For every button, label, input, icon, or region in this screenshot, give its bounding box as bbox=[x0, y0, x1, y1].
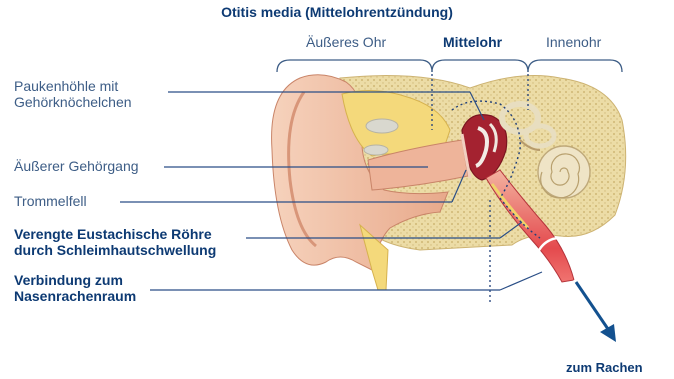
bracket-middle-ear bbox=[432, 60, 528, 72]
bracket-inner-ear bbox=[528, 60, 622, 72]
label-tympanic-cavity: Paukenhöhle mit Gehörknöchelchen bbox=[14, 78, 132, 110]
label-eustachian-line2: durch Schleimhautschwellung bbox=[14, 242, 216, 258]
region-inner-ear-label: Innenohr bbox=[546, 34, 601, 50]
label-tympanic-cavity-line2: Gehörknöchelchen bbox=[14, 94, 132, 110]
label-nasopharynx-line1: Verbindung zum bbox=[14, 272, 136, 288]
bracket-outer-ear bbox=[277, 60, 432, 72]
label-eustachian-line1: Verengte Eustachische Röhre bbox=[14, 226, 216, 242]
label-nasopharynx-line2: Nasenrachenraum bbox=[14, 288, 136, 304]
label-nasopharynx: Verbindung zum Nasenrachenraum bbox=[14, 272, 136, 304]
arrow-to-pharynx bbox=[576, 282, 610, 332]
diagram-title: Otitis media (Mittelohrentzündung) bbox=[0, 4, 674, 20]
region-middle-ear-label: Mittelohr bbox=[443, 34, 502, 50]
label-to-pharynx: zum Rachen bbox=[566, 360, 643, 375]
label-eardrum: Trommelfell bbox=[14, 193, 87, 209]
label-tympanic-cavity-line1: Paukenhöhle mit bbox=[14, 78, 132, 94]
label-eustachian-tube: Verengte Eustachische Röhre durch Schlei… bbox=[14, 226, 216, 258]
region-outer-ear-label: Äußeres Ohr bbox=[306, 34, 386, 50]
label-ear-canal: Äußerer Gehörgang bbox=[14, 158, 139, 174]
